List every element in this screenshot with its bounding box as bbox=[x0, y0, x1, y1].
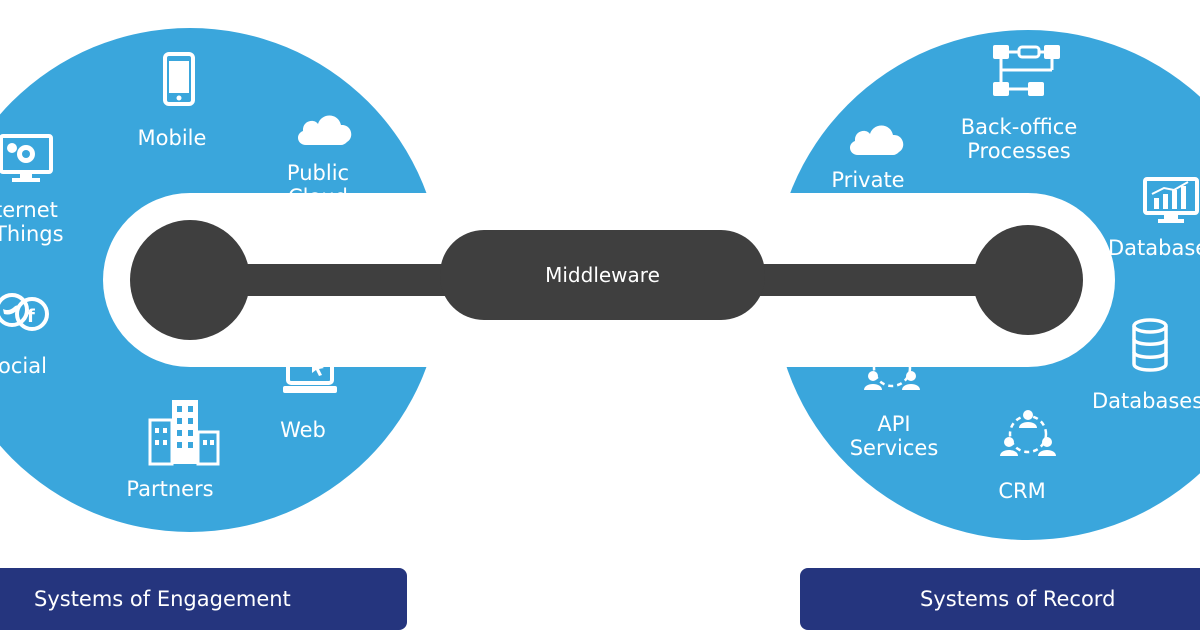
web-label: Web bbox=[280, 418, 326, 442]
middleware-label: Middleware bbox=[545, 263, 660, 287]
back-office-label: Back-office Processes bbox=[960, 115, 1078, 163]
crm-label: CRM bbox=[998, 479, 1046, 503]
monitor-chart-icon bbox=[1143, 177, 1199, 223]
systems-of-engagement-label: Systems of Engagement bbox=[34, 587, 291, 611]
user-network-icon bbox=[864, 344, 920, 390]
user-network-icon bbox=[1000, 410, 1056, 456]
databases-label-1: Databases bbox=[1108, 236, 1200, 260]
cloud-icon bbox=[849, 125, 904, 155]
mobile-label: Mobile bbox=[137, 126, 207, 150]
social-twitter-facebook-icon: f bbox=[0, 293, 49, 331]
laptop-cursor-icon bbox=[283, 347, 337, 393]
private-cloud-label: Private Cloud bbox=[831, 168, 905, 216]
iot-label: ternet Things bbox=[0, 198, 64, 246]
middleware-pill bbox=[440, 230, 765, 320]
process-flow-icon bbox=[993, 45, 1060, 96]
public-cloud-label: Public Cloud bbox=[286, 161, 350, 209]
iot-gear-monitor-icon bbox=[0, 134, 53, 182]
partners-label: Partners bbox=[126, 477, 214, 501]
svg-text:f: f bbox=[27, 306, 35, 327]
cloud-icon bbox=[297, 115, 352, 145]
api-services-label: API Services bbox=[849, 412, 939, 460]
office-buildings-icon bbox=[148, 400, 220, 466]
mobile-phone-icon bbox=[163, 52, 195, 106]
systems-of-record-label: Systems of Record bbox=[920, 587, 1116, 611]
social-label: ocial bbox=[0, 354, 47, 378]
databases-label-2: Databases bbox=[1092, 389, 1200, 413]
systems-of-record-badge: Systems of Record bbox=[800, 568, 1200, 630]
database-cylinder-icon bbox=[1132, 318, 1168, 372]
systems-of-engagement-badge: Systems of Engagement bbox=[0, 568, 407, 630]
